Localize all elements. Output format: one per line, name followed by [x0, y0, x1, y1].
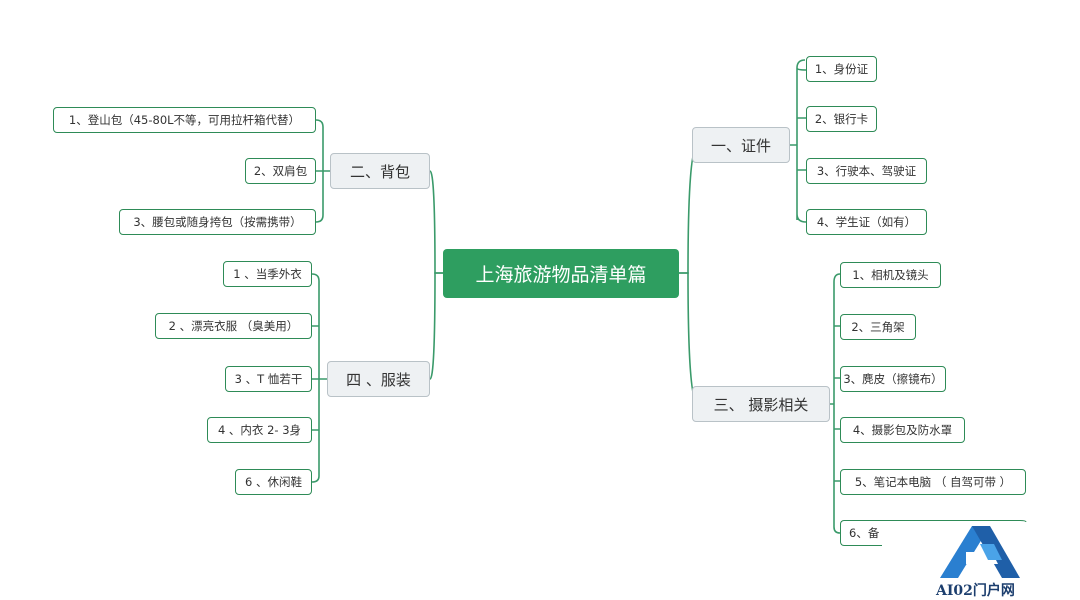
leaf-bags-3[interactable]: 3、腰包或随身挎包（按需携带）: [119, 209, 316, 235]
branch-clothing[interactable]: 四 、服装: [327, 361, 430, 397]
leaf-photography-1[interactable]: 1、相机及镜头: [840, 262, 941, 288]
leaf-documents-1[interactable]: 1、身份证: [806, 56, 877, 82]
leaf-photography-2[interactable]: 2、三角架: [840, 314, 916, 340]
leaf-clothing-2[interactable]: 2 、漂亮衣服 （臭美用）: [155, 313, 312, 339]
leaf-clothing-3[interactable]: 3 、T 恤若干: [225, 366, 312, 392]
connector-photography: [830, 273, 841, 534]
connector-root-clothing: [429, 272, 443, 380]
leaf-clothing-1[interactable]: 1 、当季外衣: [223, 261, 312, 287]
connector-clothing: [311, 273, 327, 483]
leaf-photography-6-top-edge: [880, 520, 1027, 523]
leaf-clothing-5[interactable]: 6 、休闲鞋: [235, 469, 312, 495]
leaf-photography-4[interactable]: 4、摄影包及防水罩: [840, 417, 965, 443]
connector-root-documents: [679, 144, 699, 274]
root-node[interactable]: 上海旅游物品清单篇: [443, 249, 679, 298]
connector-bags: [315, 119, 330, 223]
leaf-photography-6[interactable]: 6、备: [840, 520, 882, 546]
leaf-documents-3[interactable]: 3、行驶本、驾驶证: [806, 158, 927, 184]
connector-root-bags: [429, 170, 443, 274]
leaf-clothing-4[interactable]: 4 、内衣 2- 3身: [207, 417, 312, 443]
branch-documents[interactable]: 一、证件: [692, 127, 790, 163]
leaf-photography-3[interactable]: 3、麂皮（擦镜布）: [840, 366, 946, 392]
leaf-documents-4[interactable]: 4、学生证（如有）: [806, 209, 927, 235]
connector-documents: [790, 59, 807, 223]
leaf-documents-2[interactable]: 2、银行卡: [806, 106, 877, 132]
leaf-photography-5[interactable]: 5、笔记本电脑 （ 自驾可带 ）: [840, 469, 1026, 495]
watermark-logo-icon: [940, 526, 1020, 578]
branch-photography[interactable]: 三、 摄影相关: [692, 386, 830, 422]
leaf-bags-2[interactable]: 2、双肩包: [245, 158, 316, 184]
leaf-bags-1[interactable]: 1、登山包（45-80L不等，可用拉杆箱代替）: [53, 107, 316, 133]
branch-bags[interactable]: 二、背包: [330, 153, 430, 189]
connector-root-photography: [679, 272, 699, 405]
watermark-text: AI02门户网: [936, 583, 1015, 599]
